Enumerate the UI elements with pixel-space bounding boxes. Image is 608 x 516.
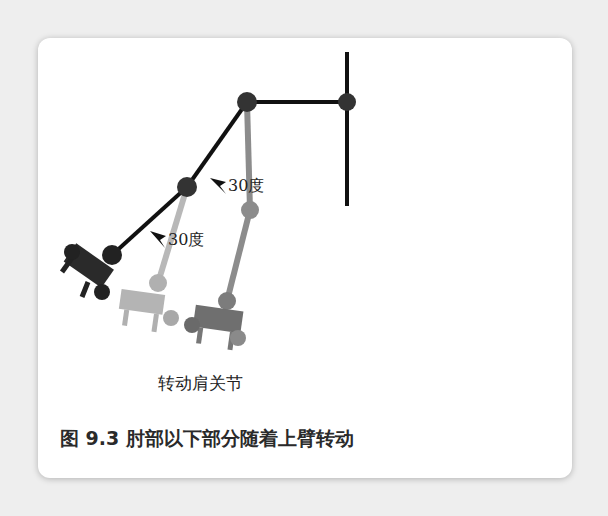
angle-label: 30度 [228, 176, 264, 197]
angle-label: 30度 [168, 230, 204, 251]
part-label: 转动肩关节 [158, 372, 243, 395]
figure-caption: 图 9.3 肘部以下部分随着上臂转动 [60, 426, 354, 452]
